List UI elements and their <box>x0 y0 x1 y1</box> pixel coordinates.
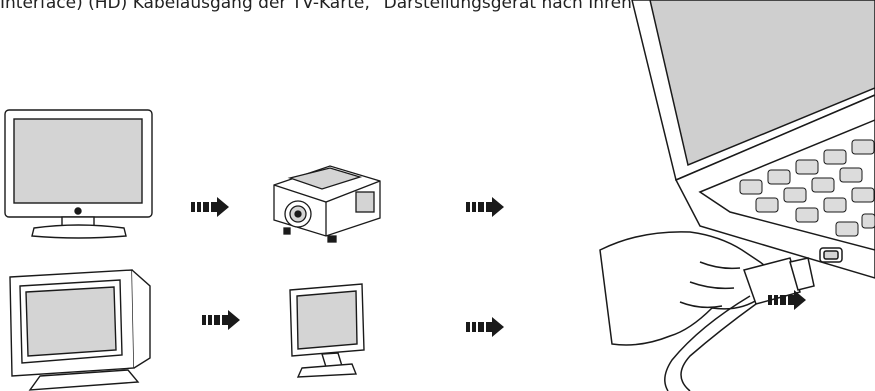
projector-icon <box>274 166 380 242</box>
lcd-tv-icon <box>5 110 152 238</box>
crt-monitor-icon <box>10 270 150 390</box>
arrow-tv-to-projector <box>191 197 229 217</box>
hand-plug-icon <box>600 232 814 391</box>
arrow-monitor-to-laptop <box>466 317 504 337</box>
lcd-monitor-icon <box>290 284 364 377</box>
arrow-projector-to-laptop <box>466 197 504 217</box>
arrow-crt-to-monitor <box>202 310 240 330</box>
